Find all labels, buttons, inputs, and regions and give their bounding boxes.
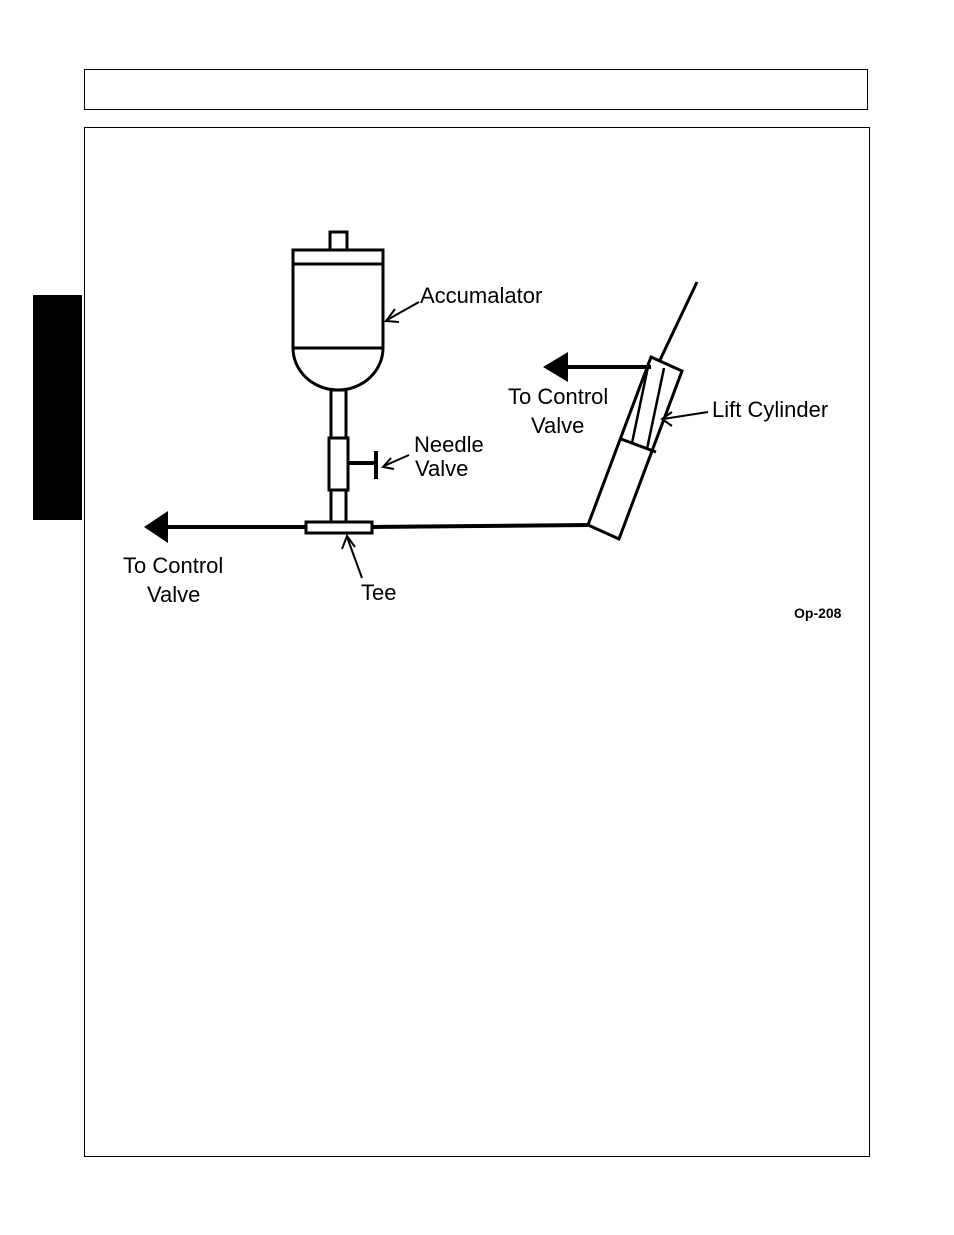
lift-cylinder [588,282,697,539]
figure-code: Op-208 [794,605,842,621]
accumulator-pipe [329,390,348,522]
line-to-lift-cylinder [372,525,588,527]
label-needle-valve-line2: Valve [415,456,468,481]
accumulator-tank [293,232,383,390]
label-needle-valve-line1: Needle [414,432,484,457]
label-control-valve-right-line2: Valve [531,413,584,438]
line-to-control-valve-left [144,511,306,543]
label-tee: Tee [361,580,396,605]
label-control-valve-left-line1: To Control [123,553,223,578]
line-to-control-valve-right [543,352,651,382]
label-control-valve-right-line1: To Control [508,384,608,409]
tee-fitting [306,522,372,533]
label-control-valve-left-line2: Valve [147,582,200,607]
needle-valve [348,451,376,479]
label-lift-cylinder: Lift Cylinder [712,397,828,422]
label-accumulator: Accumalator [420,283,542,308]
